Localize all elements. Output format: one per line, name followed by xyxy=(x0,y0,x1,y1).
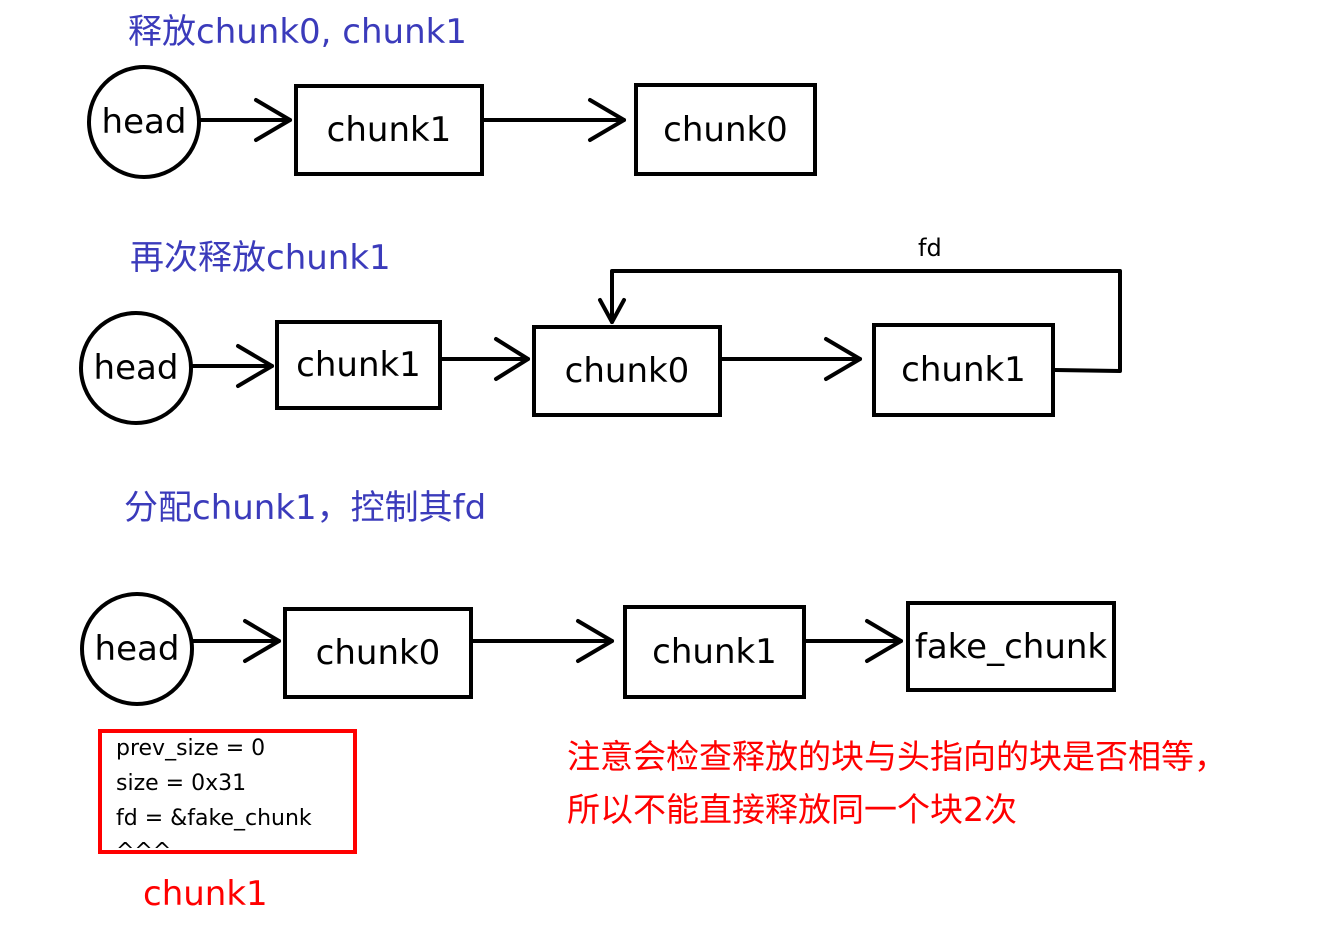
fd-loop-arrow xyxy=(598,269,1122,373)
arrow-chunk0-to-chunk1-row3 xyxy=(471,619,614,663)
fd-loop-label: fd xyxy=(918,234,942,262)
chunk1-memory-box: prev_size = 0 size = 0x31 fd = &fake_chu… xyxy=(98,729,357,854)
chunk1-node-row2: chunk1 xyxy=(275,320,442,410)
note-line2: 所以不能直接释放同一个块2次 xyxy=(567,790,1017,829)
head-node-row1: head xyxy=(87,65,201,179)
step2-caption: 再次释放chunk1 xyxy=(130,238,391,278)
mem-size: size = 0x31 xyxy=(116,771,247,796)
head-node-row3: head xyxy=(80,592,194,706)
step1-caption: 释放chunk0, chunk1 xyxy=(128,12,467,52)
chunk0-node-row3: chunk0 xyxy=(283,607,473,699)
arrow-chunk1-to-chunk0-row1 xyxy=(482,98,626,142)
chunk1-node-row1: chunk1 xyxy=(294,84,484,176)
mem-fd: fd = &fake_chunk xyxy=(116,806,312,831)
chunk0-node-row1: chunk0 xyxy=(634,83,817,176)
mem-prev-size: prev_size = 0 xyxy=(116,736,266,761)
head-node-row2: head xyxy=(79,311,193,425)
memory-box-label: chunk1 xyxy=(143,874,268,914)
chunk1-dup-node-row2: chunk1 xyxy=(872,323,1055,417)
arrow-chunk1-to-chunk0-row2 xyxy=(440,337,530,381)
arrow-head-to-chunk1-row2 xyxy=(188,344,274,388)
step3-caption: 分配chunk1，控制其fd xyxy=(124,488,487,528)
chunk1-node-row3: chunk1 xyxy=(623,605,806,699)
mem-ellipsis: ^^^ xyxy=(116,839,172,854)
arrow-chunk1-to-fake-chunk-row3 xyxy=(804,619,903,663)
chunk0-node-row2: chunk0 xyxy=(532,325,722,417)
arrow-chunk0-to-chunk1-row2 xyxy=(720,337,862,381)
note-line1: 注意会检查释放的块与头指向的块是否相等， xyxy=(567,737,1227,776)
arrow-head-to-chunk1-row1 xyxy=(198,98,292,142)
fake-chunk-node-row3: fake_chunk xyxy=(906,601,1116,692)
arrow-head-to-chunk0-row3 xyxy=(190,619,281,663)
